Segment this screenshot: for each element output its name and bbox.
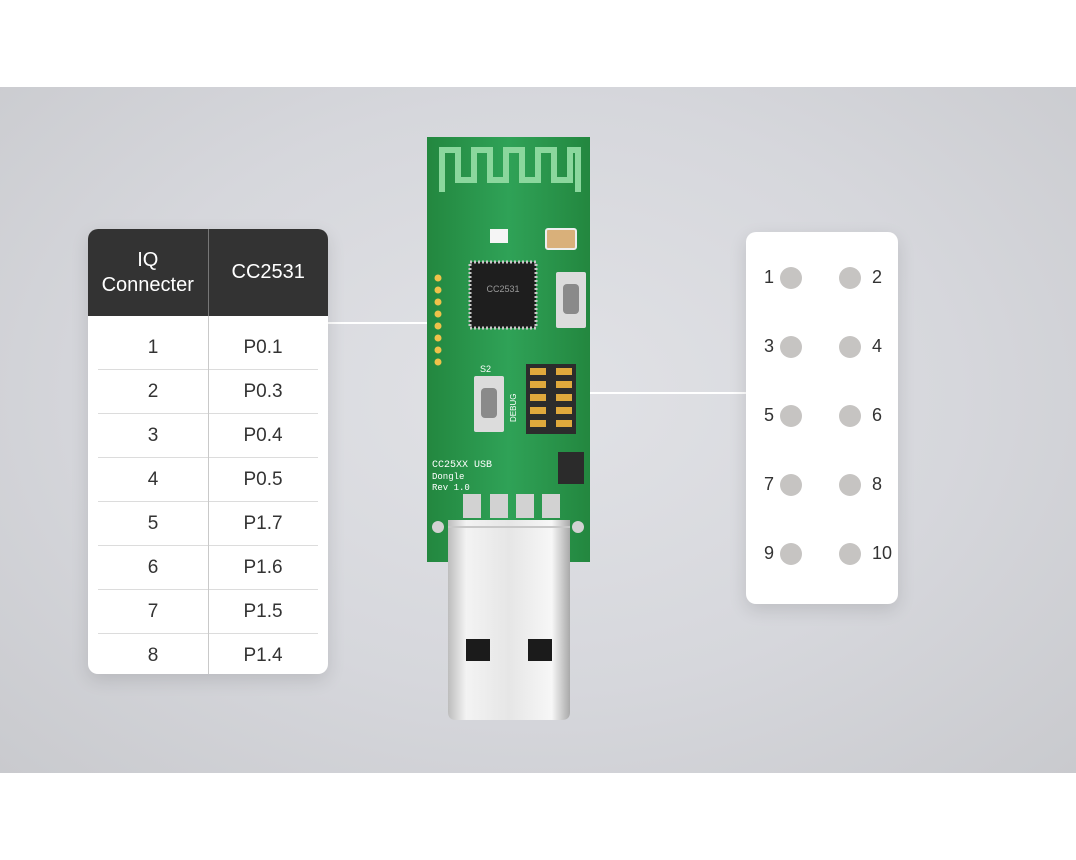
- column-header-iq-line1: IQ: [137, 248, 159, 271]
- pin-number-right: 2: [872, 267, 883, 287]
- iq-pin-cell: 5: [147, 512, 159, 534]
- pin-pair-row: 9 10: [746, 539, 898, 569]
- regulator-component: [558, 452, 584, 484]
- pin-number-right: 10: [872, 543, 893, 563]
- silkscreen-line3: Rev 1.0: [432, 483, 470, 493]
- s2-label: S2: [480, 364, 491, 374]
- usb-plug: [448, 520, 570, 720]
- pin-number-right: 4: [872, 336, 883, 356]
- table-header-row: IQ Connecter CC2531: [88, 229, 328, 316]
- iq-pin-cell: 2: [147, 380, 159, 402]
- column-divider: [208, 316, 209, 674]
- cc2531-pin-cell: P0.4: [243, 424, 283, 446]
- cc2531-pin-cell: P0.5: [243, 468, 283, 490]
- pin-number-left: 1: [763, 267, 774, 287]
- iq-pin-cell: 1: [147, 336, 159, 358]
- led-component: [490, 229, 508, 243]
- column-header-iq-line2: Connecter: [101, 273, 194, 296]
- cc2531-pin-cell: P0.3: [243, 380, 283, 402]
- cc2531-pin-cell: P1.7: [243, 512, 283, 534]
- pin-mapping-table: IQ Connecter CC2531 1 P0.1 2 P0.3 3 P0.4 4 P0.5…: [88, 229, 328, 674]
- cc2531-pin-cell: P1.6: [243, 556, 283, 578]
- pin-dot-right: [839, 267, 861, 289]
- usb-plug-window-left: [466, 639, 490, 661]
- pin-dot-left: [780, 336, 802, 358]
- mounting-hole-left: [432, 521, 444, 533]
- pcb-board: [427, 137, 590, 562]
- antenna-trace: [439, 147, 581, 192]
- cc2531-chip: [468, 260, 538, 330]
- debug-header: [526, 364, 576, 434]
- iq-pin-cell: 4: [147, 468, 159, 490]
- pin-dot-left: [780, 474, 802, 496]
- cc2531-usb-dongle-illustration: CC2531 S2 DEBUG CC25XX USB: [427, 137, 590, 720]
- iq-pin-cell: 6: [147, 556, 159, 578]
- iq-pin-cell: 3: [147, 424, 159, 446]
- pin-number-right: 6: [872, 405, 883, 425]
- usb-contact-pads: [463, 494, 560, 518]
- table-connector-line: [328, 322, 428, 324]
- pin-dot-left: [780, 543, 802, 565]
- debug-label: DEBUG: [509, 394, 518, 422]
- crystal-component: [545, 228, 577, 250]
- pin-number-left: 5: [763, 405, 774, 425]
- pin-dot-right: [839, 336, 861, 358]
- cc2531-pin-cell: P0.1: [243, 336, 283, 358]
- chip-marking: CC2531: [486, 284, 519, 294]
- pin-dot-right: [839, 474, 861, 496]
- iq-connector-pads: [434, 274, 442, 366]
- cc2531-pin-cell: P1.5: [243, 600, 283, 622]
- mounting-hole-right: [572, 521, 584, 533]
- iq-pin-cell: 8: [147, 644, 159, 666]
- usb-plug-window-right: [528, 639, 552, 661]
- pin-dot-left: [780, 267, 802, 289]
- iq-pin-cell: 7: [147, 600, 159, 622]
- s2-button: [481, 388, 497, 418]
- pin-dot-right: [839, 405, 861, 427]
- column-header-iq-connector: IQ Connecter: [88, 229, 209, 316]
- table-body: 1 P0.1 2 P0.3 3 P0.4 4 P0.5 5 P1.7 6 P1.6 7 P1.5 8 P1.4: [88, 316, 328, 674]
- pin-number-left: 7: [763, 474, 774, 494]
- pin-dot-left: [780, 405, 802, 427]
- pin-number-left: 9: [763, 543, 774, 563]
- silkscreen-line1: CC25XX USB: [432, 460, 492, 471]
- pin-dot-right: [839, 543, 861, 565]
- pin-number-left: 3: [763, 336, 774, 356]
- silkscreen-line2: Dongle: [432, 472, 464, 482]
- pin-number-right: 8: [872, 474, 883, 494]
- column-header-cc2531: CC2531: [231, 261, 305, 283]
- table-row: 8 P1.4: [98, 634, 318, 674]
- s1-button: [563, 284, 579, 314]
- header-connector-line: [585, 392, 746, 394]
- cc2531-pin-cell: P1.4: [243, 644, 283, 666]
